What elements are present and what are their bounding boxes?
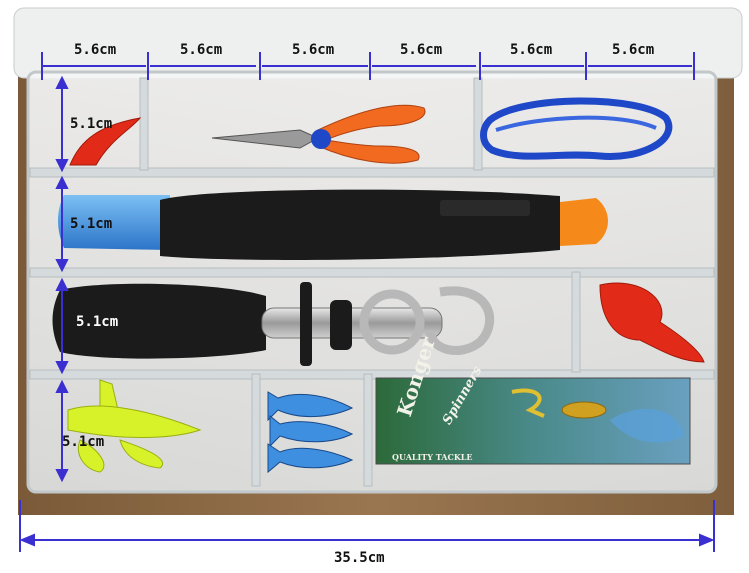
- row-height-label-2: 5.1cm: [70, 216, 113, 232]
- row-height-label-4: 5.1cm: [62, 434, 105, 450]
- col-width-label-1: 5.6cm: [74, 42, 117, 58]
- total-length-label: 35.5cm: [334, 550, 385, 566]
- blue-lanyard: [480, 97, 673, 161]
- col-width-label-3: 5.6cm: [292, 42, 335, 58]
- orange-pliers: [211, 104, 426, 164]
- lip-grip-tool: [52, 282, 494, 366]
- red-worm-lure: [69, 117, 142, 166]
- row-height-label-1: 5.1cm: [70, 116, 113, 132]
- package-tag: QUALITY TACKLE: [392, 452, 473, 462]
- col-width-label-2: 5.6cm: [180, 42, 223, 58]
- column-dimension-arrows: [41, 52, 695, 80]
- row-height-label-3: 5.1cm: [76, 314, 119, 330]
- blue-fish-lures: [267, 391, 354, 474]
- column-dividers: [139, 77, 581, 487]
- red-twin-tail-lure: [599, 282, 705, 363]
- col-width-label-4: 5.6cm: [400, 42, 443, 58]
- spinner-package: [375, 377, 691, 465]
- yellow-soft-lure: [67, 379, 202, 473]
- total-length-arrow: [19, 500, 715, 552]
- row-dimension-arrows: [55, 75, 69, 483]
- col-width-label-6: 5.6cm: [612, 42, 655, 58]
- col-width-label-5: 5.6cm: [510, 42, 553, 58]
- fishing-knife: [58, 189, 608, 260]
